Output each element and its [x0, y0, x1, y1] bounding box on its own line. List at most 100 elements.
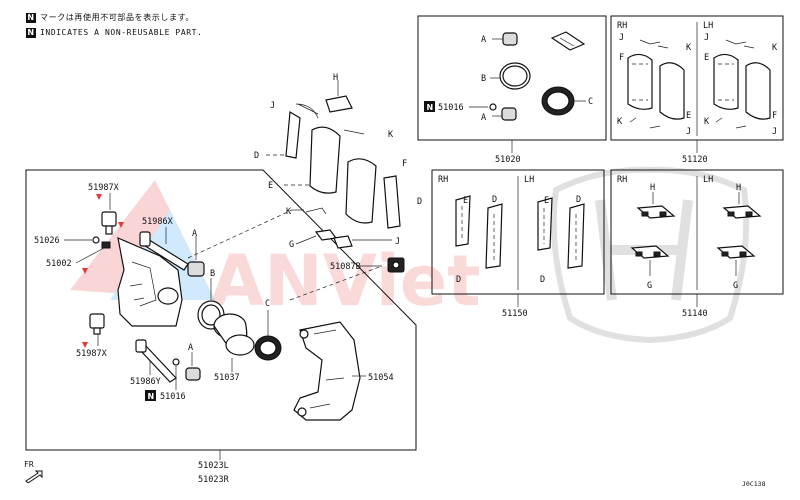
clips-lh-letter-h: H — [736, 183, 741, 193]
caliper-outline — [25, 169, 417, 451]
shims-rh — [455, 195, 503, 269]
cap-51026 — [92, 236, 100, 244]
bleeder-cap-51016 — [172, 358, 180, 366]
legend-row-jp: N マークは再使用不可部品を表示します。 — [26, 10, 203, 25]
pin-51986y — [135, 339, 177, 383]
letter-a-kit-bottom: A — [481, 113, 486, 123]
clips-lh — [716, 192, 762, 276]
caliper-bracket-51054 — [293, 321, 361, 421]
badge-letter: N — [427, 103, 434, 112]
exploded-letter-d-left: D — [254, 151, 259, 161]
part-51016-kit: 51016 — [438, 103, 464, 113]
part-51002: 51002 — [46, 259, 72, 269]
part-51987x-top: 51987X — [88, 183, 120, 193]
exploded-letter-f: F — [402, 159, 407, 169]
part-51016-caliper: 51016 — [160, 392, 186, 402]
letter-a-caliper-bottom: A — [188, 343, 193, 353]
legend-text-en: INDICATES A NON-REUSABLE PART. — [40, 28, 203, 37]
pin-51986x — [139, 231, 189, 271]
shims-lh-letter-d-bot: D — [540, 275, 545, 285]
part-51987x-bottom: 51987X — [76, 349, 108, 359]
exploded-letter-d-right: D — [417, 197, 422, 207]
bleeder-51002 — [101, 241, 111, 249]
front-arrow-icon — [25, 470, 43, 484]
shims-lh-label: LH — [524, 175, 534, 185]
seal-ring-b — [490, 62, 531, 90]
pad-lh-letter-k-top: K — [772, 43, 778, 53]
clips-rh-letter-h: H — [650, 183, 655, 193]
shims-rh-letter-d-top: D — [492, 195, 497, 205]
shims-lh-letter-e: E — [544, 196, 549, 206]
badge-letter: N — [148, 392, 155, 401]
dust-boot-c — [541, 86, 586, 116]
caliper-label-right: 51023R — [198, 475, 230, 485]
exploded-letter-j-top: J — [270, 101, 275, 111]
clips-rh — [630, 192, 676, 276]
pad-lh-letter-j-top: J — [704, 33, 709, 43]
seal-kit-label: 51020 — [495, 155, 521, 165]
part-51087b: 51087B — [330, 262, 361, 272]
pad-lh-letter-f: F — [772, 111, 777, 121]
front-indicator: FR — [24, 460, 46, 485]
shims-lh-letter-d-top: D — [576, 195, 581, 205]
non-reusable-badge-kit: N — [424, 101, 435, 112]
letter-a-kit-top: A — [481, 35, 486, 45]
shims-rh-letter-d-bot: D — [456, 275, 461, 285]
exploded-letter-k-bot: K — [286, 207, 292, 217]
pad-lh-letter-e: E — [704, 53, 709, 63]
diagram-code: J0C138 — [742, 480, 766, 488]
shims-rh-label: RH — [438, 175, 448, 185]
red-marker-2 — [118, 222, 124, 228]
caliper-body — [117, 237, 183, 327]
part-51986y: 51986Y — [130, 377, 161, 387]
legend-text-jp: マークは再使用不可部品を表示します。 — [40, 13, 194, 22]
boot-a-caliper-bottom — [185, 352, 201, 381]
bolt-51987x-bottom — [89, 313, 105, 335]
pad-set-lh — [713, 39, 771, 129]
pad-rh-letter-e: E — [686, 111, 691, 121]
bleeder-51087b — [387, 257, 405, 273]
boot-a-kit-lower — [492, 107, 517, 121]
dust-boot-c-caliper — [254, 310, 282, 361]
exploded-letter-e: E — [268, 181, 273, 191]
letter-a-caliper-top: A — [192, 229, 197, 239]
part-51054: 51054 — [368, 373, 394, 383]
part-51986x: 51986X — [142, 217, 174, 227]
pad-rh-letter-k-top: K — [686, 43, 692, 53]
letter-c-kit: C — [588, 97, 593, 107]
clips-rh-letter-g: G — [647, 281, 652, 291]
part-51037: 51037 — [214, 373, 240, 383]
clips-lh-letter-g: G — [733, 281, 738, 291]
pad-set-label: 51120 — [682, 155, 708, 165]
caliper-label-left: 51023L — [198, 461, 229, 471]
bolt-51987x-top — [101, 211, 117, 235]
part-51026: 51026 — [34, 236, 60, 246]
pad-rh-letter-f: F — [619, 53, 624, 63]
exploded-letter-j-bot: J — [395, 237, 400, 247]
legend-row-en: N INDICATES A NON-REUSABLE PART. — [26, 25, 203, 40]
pad-rh-letter-j-bot: J — [686, 127, 691, 137]
pad-rh-letter-j-top: J — [619, 33, 624, 43]
pad-exploded — [266, 80, 401, 249]
red-marker-4 — [82, 342, 88, 348]
red-marker-3 — [82, 268, 88, 274]
shims-rh-letter-e: E — [463, 196, 468, 206]
shims-label: 51150 — [502, 309, 528, 319]
pad-lh-letter-j-bot: J — [772, 127, 777, 137]
non-reusable-badge: N — [26, 12, 36, 23]
shims-lh — [537, 197, 585, 269]
non-reusable-badge-caliper: N — [145, 390, 156, 401]
front-label: FR — [24, 460, 34, 469]
clips-lh-label: LH — [703, 175, 713, 185]
clips-rh-label: RH — [617, 175, 627, 185]
pad-rh-label: RH — [617, 21, 627, 31]
pad-lh-label: LH — [703, 21, 713, 31]
red-marker-1 — [96, 194, 102, 200]
exploded-letter-h: H — [333, 73, 338, 83]
pad-set-rh — [627, 39, 685, 129]
pad-lh-letter-k-bot: K — [704, 117, 710, 127]
letter-b-kit: B — [481, 74, 486, 84]
non-reusable-badge: N — [26, 27, 36, 38]
boot-a-kit — [492, 32, 518, 46]
